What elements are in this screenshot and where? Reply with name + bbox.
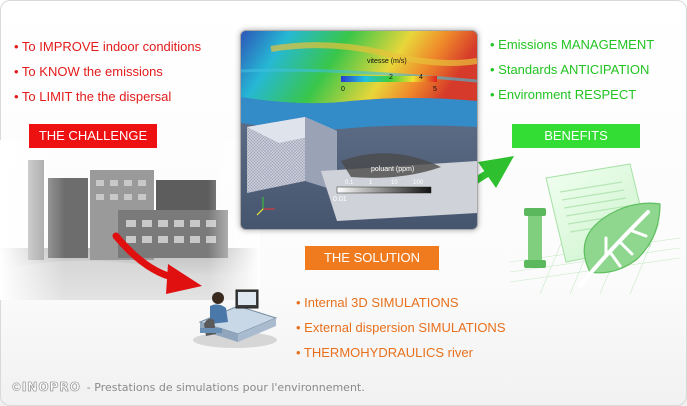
footer-tagline: - Prestations de simulations pour l'envi… — [86, 381, 365, 394]
velocity-tick-0: 0 — [341, 86, 345, 93]
simulation-screenshot: vitesse (m/s) 0 2 4 5 poluant (ppm) 0.1 … — [240, 30, 478, 230]
solution-list: • Internal 3D SIMULATIONS • External dis… — [296, 290, 506, 365]
building-illustration — [0, 140, 260, 300]
challenge-item: • To LIMIT the the dispersal — [14, 89, 172, 104]
copyright-symbol: © — [12, 380, 21, 394]
pollutant-tick-3: 100 — [413, 180, 424, 186]
engineer-at-desk-illustration — [193, 289, 278, 348]
benefits-list: • Emissions MANAGEMENT • Standards ANTIC… — [490, 32, 654, 107]
benefits-item: • Environment RESPECT — [490, 87, 637, 102]
solution-item: • THERMOHYDRAULICS river — [296, 345, 473, 360]
challenge-label: THE CHALLENGE — [29, 124, 157, 148]
velocity-tick-1: 2 — [389, 74, 393, 81]
red-arrow — [112, 232, 202, 294]
pollutant-min-label: 0.01 — [333, 196, 347, 203]
benefits-item: • Standards ANTICIPATION — [490, 62, 650, 77]
challenge-list: • To IMPROVE indoor conditions • To KNOW… — [14, 34, 201, 109]
solution-item: • External dispersion SIMULATIONS — [296, 320, 506, 335]
inopro-logo: INOPRO — [21, 380, 81, 395]
pollutant-tick-0: 0.1 — [345, 180, 354, 186]
benefits-label: BENEFITS — [512, 124, 640, 148]
solution-label: THE SOLUTION — [305, 246, 439, 270]
pollutant-tick-2: 10 — [391, 180, 398, 186]
benefits-item: • Emissions MANAGEMENT — [490, 37, 655, 52]
solution-item: • Internal 3D SIMULATIONS — [296, 295, 459, 310]
challenge-item: • To KNOW the emissions — [14, 64, 163, 79]
pollutant-tick-1: 1 — [369, 180, 373, 186]
velocity-legend-title: vitesse (m/s) — [367, 58, 407, 65]
challenge-item: • To IMPROVE indoor conditions — [14, 39, 202, 54]
velocity-tick-2: 4 — [419, 74, 423, 81]
velocity-tick-3: 5 — [433, 86, 437, 93]
eco-leaf-illustration — [510, 163, 680, 294]
pollutant-legend-title: poluant (ppm) — [371, 166, 414, 173]
footer: ©INOPRO - Prestations de simulations pour… — [12, 380, 365, 395]
